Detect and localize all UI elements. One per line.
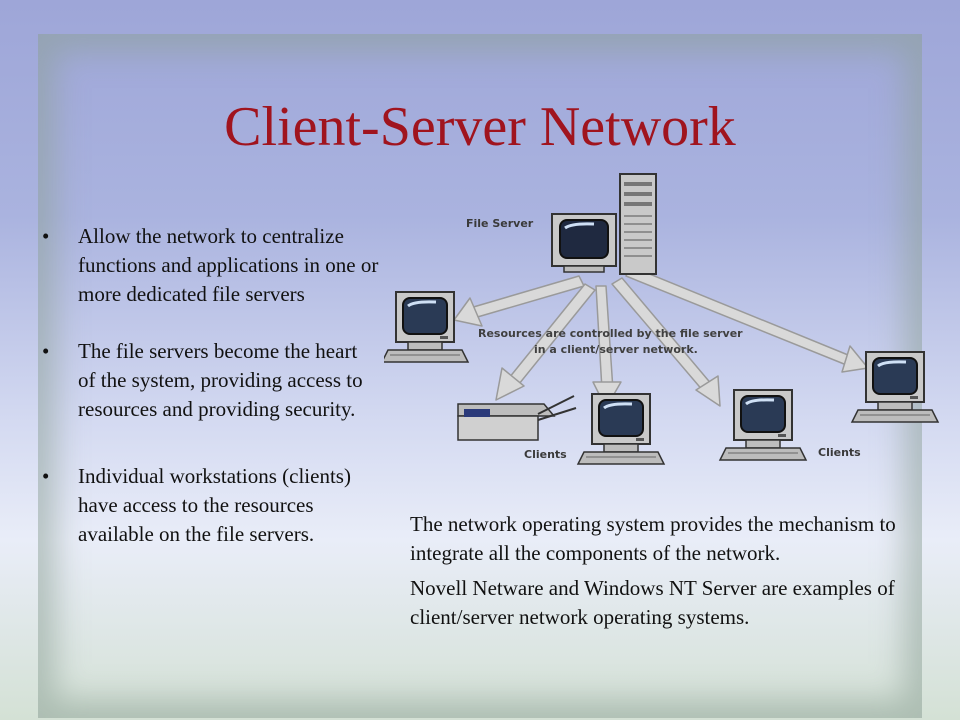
- bullet-list: Allow the network to centralize function…: [40, 222, 380, 549]
- clients-label: Clients: [524, 448, 567, 461]
- client-computer-icon: [384, 290, 470, 364]
- description-block: The network operating system provides th…: [410, 510, 930, 638]
- diagram-caption-line2: in a client/server network.: [534, 343, 698, 356]
- description-paragraph: The network operating system provides th…: [410, 512, 896, 565]
- client-computer-icon: [718, 388, 808, 462]
- bullet-item: Individual workstations (clients) have a…: [40, 462, 380, 549]
- slide-title: Client-Server Network: [224, 96, 736, 158]
- connection-arrows: [453, 265, 869, 409]
- client-computer-icon: [850, 350, 940, 424]
- diagram-caption-line1: Resources are controlled by the file ser…: [478, 327, 743, 340]
- printer-icon: [457, 395, 577, 441]
- bullet-item: Allow the network to centralize function…: [40, 222, 380, 309]
- file-server-label: File Server: [466, 217, 534, 230]
- network-diagram: File Server Resources are controlled by …: [384, 173, 940, 466]
- bullet-item: The file servers become the heart of the…: [40, 337, 380, 424]
- description-paragraph: Novell Netware and Windows NT Server are…: [410, 576, 895, 629]
- clients-label: Clients: [818, 446, 861, 459]
- file-server-icon: [551, 173, 657, 275]
- client-computer-icon: [576, 392, 666, 466]
